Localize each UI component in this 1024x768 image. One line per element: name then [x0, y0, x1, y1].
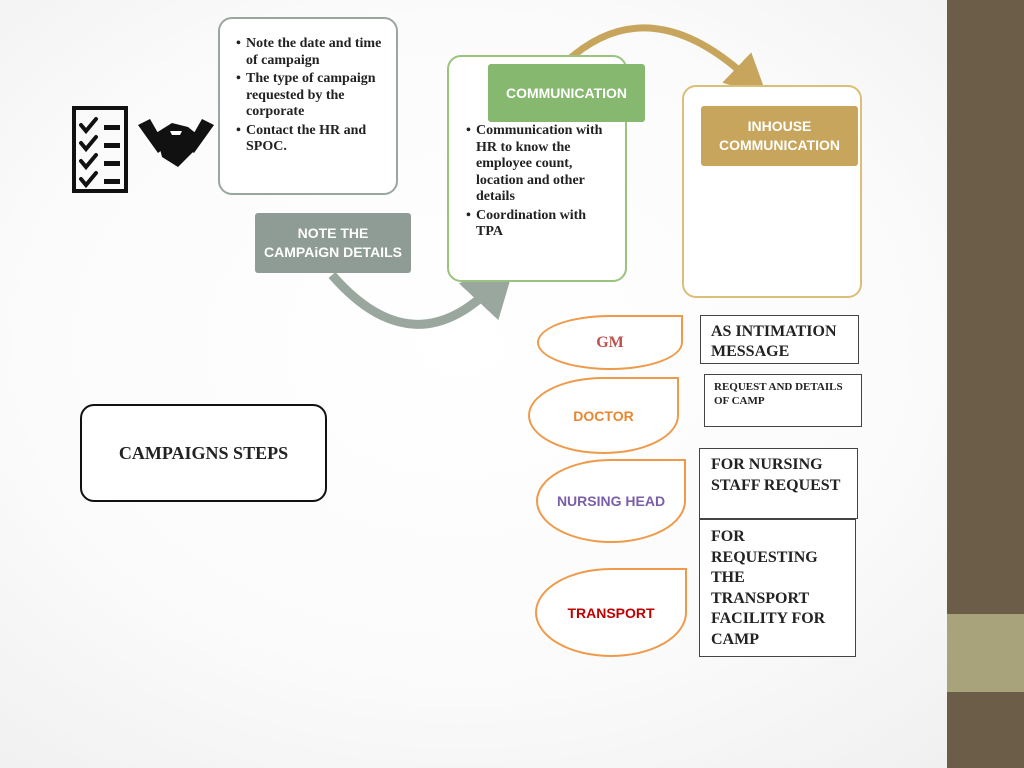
- label-line: CAMPAiGN DETAILS: [264, 244, 402, 260]
- communication-label: COMMUNICATION: [488, 64, 645, 122]
- recipient-nursing-head: NURSING HEAD: [536, 459, 686, 543]
- label-line: NOTE THE: [297, 225, 369, 241]
- note-details-list: Note the date and time of campaign The t…: [236, 36, 386, 158]
- communication-list: Communication with HR to know the employ…: [466, 123, 616, 243]
- checklist-icon: [72, 106, 128, 193]
- nursing-detail-box: FOR NURSING STAFF REQUEST: [699, 448, 858, 519]
- handshake-icon: [138, 119, 214, 167]
- recipient-transport: TRANSPORT: [535, 568, 687, 657]
- inhouse-communication-label: INHOUSE COMMUNICATION: [701, 106, 858, 166]
- note-campaign-details-label: NOTE THE CAMPAiGN DETAILS: [255, 213, 411, 273]
- list-item: Communication with HR to know the employ…: [466, 123, 616, 206]
- recipient-doctor: DOCTOR: [528, 377, 679, 454]
- sidebar-accent: [947, 614, 1024, 692]
- list-item: Note the date and time of campaign: [236, 36, 386, 69]
- doctor-detail-box: REQUEST AND DETAILS OF CAMP: [704, 374, 862, 427]
- list-item: Coordination with TPA: [466, 208, 616, 241]
- label-line: INHOUSE: [747, 118, 812, 134]
- arrow-note-to-communication: [328, 262, 516, 329]
- gm-detail-box: AS INTIMATION MESSAGE: [700, 315, 859, 364]
- campaigns-steps-box: CAMPAIGNS STEPS: [80, 404, 327, 502]
- list-item: The type of campaign requested by the co…: [236, 71, 386, 121]
- list-item: Contact the HR and SPOC.: [236, 123, 386, 156]
- label-line: COMMUNICATION: [718, 137, 841, 153]
- recipient-gm: GM: [537, 315, 683, 370]
- transport-detail-box: FOR REQUESTING THE TRANSPORT FACILITY FO…: [699, 519, 856, 657]
- arrow-communication-to-inhouse: [563, 24, 768, 97]
